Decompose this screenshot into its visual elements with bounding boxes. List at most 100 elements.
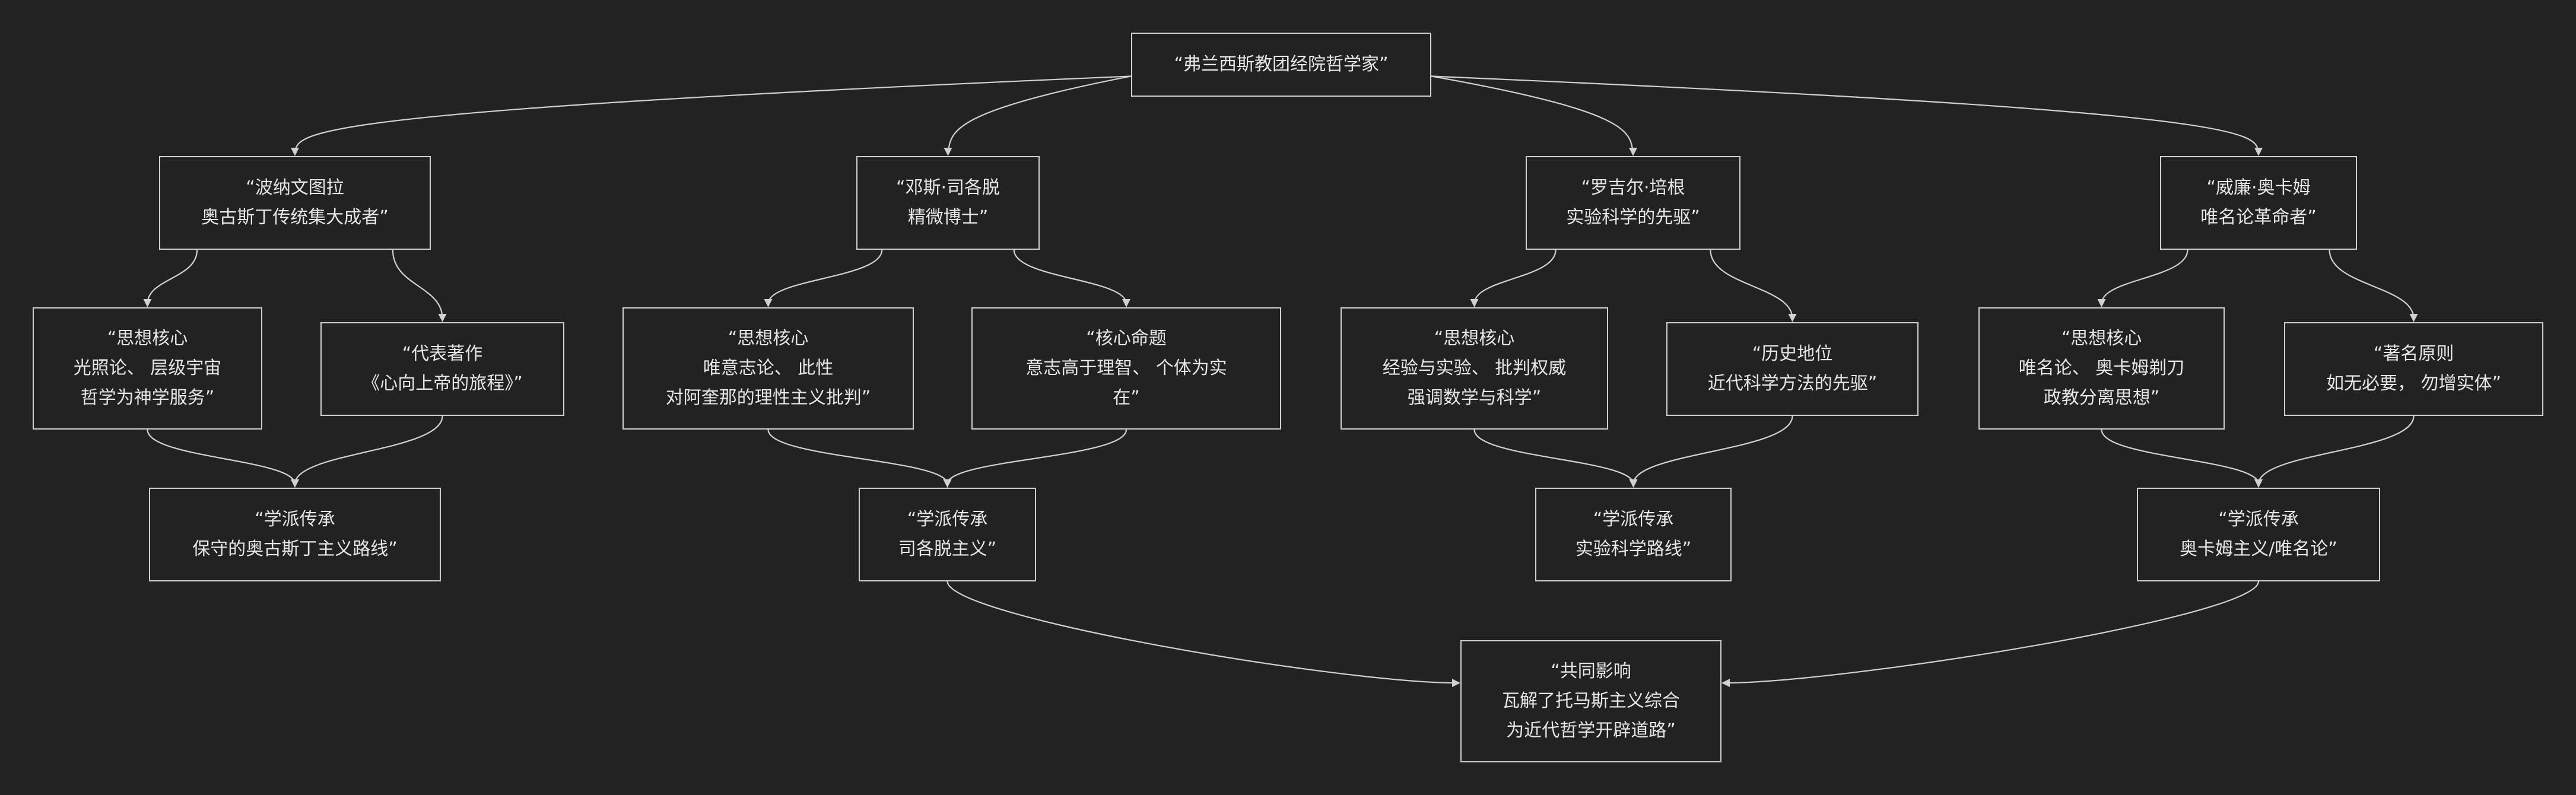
node-label-line: 奥古斯丁传统集大成者” — [201, 207, 389, 228]
node-label-line: “共同影响 — [1551, 661, 1631, 682]
node-label-line: 强调数学与科学” — [1407, 387, 1542, 408]
arrowhead-bonaventure_core — [143, 299, 152, 307]
node-bonaventure-core-ideas[interactable]: “思想核心光照论、 层级宇宙哲学为神学服务” — [33, 307, 262, 430]
edge-scotus_thesis-to-scotus_school — [946, 429, 1127, 485]
node-label-line: “思想核心 — [728, 328, 809, 349]
node-label: “思想核心光照论、 层级宇宙哲学为神学服务” — [74, 324, 222, 413]
node-label-line: “核心命题 — [1086, 328, 1167, 349]
node-ockham-core-ideas[interactable]: “思想核心唯名论、 奥卡姆剃刀政教分离思想” — [1978, 307, 2225, 430]
edge-ockham-to-ockham_principle — [2329, 249, 2415, 319]
node-label-line: 经验与实验、 批判权威 — [1382, 358, 1567, 379]
node-label-line: 实验科学的先驱” — [1566, 207, 1700, 228]
node-scotus-core-ideas[interactable]: “思想核心唯意志论、 此性对阿奎那的理性主义批判” — [622, 307, 914, 430]
arrowhead-ockham_school — [2254, 479, 2263, 488]
node-bacon-core-ideas[interactable]: “思想核心经验与实验、 批判权威强调数学与科学” — [1341, 307, 1608, 430]
edge-scotus_core-to-scotus_school — [767, 429, 948, 485]
node-label-line: 唯意志论、 此性 — [703, 358, 834, 379]
arrowhead-bonaventure_work — [438, 314, 447, 322]
node-label-line: “学派传承 — [907, 509, 988, 530]
arrowhead-scotus — [944, 148, 952, 156]
node-label-line: “学派传承 — [1593, 509, 1674, 530]
node-ockham-famous-principle[interactable]: “著名原则如无必要， 勿增实体” — [2284, 322, 2543, 416]
node-label: “学派传承保守的奥古斯丁主义路线” — [192, 505, 398, 564]
node-label-line: “罗吉尔·培根 — [1581, 177, 1685, 198]
node-bonaventure[interactable]: “波纳文图拉奥古斯丁传统集大成者” — [159, 156, 431, 250]
node-label: “历史地位近代科学方法的先驱” — [1708, 339, 1878, 399]
node-label: “罗吉尔·培根实验科学的先驱” — [1566, 173, 1700, 233]
node-label: “学派传承司各脱主义” — [898, 505, 997, 564]
node-label-line: “代表著作 — [402, 344, 483, 364]
node-label: “学派传承奥卡姆主义/唯名论” — [2180, 505, 2337, 564]
node-bonaventure-school-lineage[interactable]: “学派传承保守的奥古斯丁主义路线” — [149, 488, 441, 581]
node-label-line: 哲学为神学服务” — [80, 387, 215, 408]
arrowhead-scotus_school — [943, 479, 952, 488]
edge-scotus_school-to-influence — [946, 581, 1457, 684]
node-ockham-school-lineage[interactable]: “学派传承奥卡姆主义/唯名论” — [2137, 488, 2380, 581]
edge-bacon_status-to-bacon_school — [1632, 415, 1793, 485]
arrowhead-scotus_core — [764, 299, 773, 307]
node-label: “学派传承实验科学路线” — [1576, 505, 1692, 564]
node-roger-bacon[interactable]: “罗吉尔·培根实验科学的先驱” — [1526, 156, 1740, 250]
node-label: “著名原则如无必要， 勿增实体” — [2326, 339, 2501, 399]
node-label: “共同影响瓦解了托马斯主义综合为近代哲学开辟道路” — [1502, 657, 1680, 746]
node-label-line: 唯名论革命者” — [2200, 207, 2317, 228]
arrowhead-bacon — [1629, 148, 1637, 156]
node-label-line: 实验科学路线” — [1575, 539, 1692, 559]
arrowhead-influence — [1452, 679, 1460, 688]
node-label: “波纳文图拉奥古斯丁传统集大成者” — [201, 173, 389, 233]
node-label-line: “思想核心 — [2061, 328, 2142, 349]
node-label-line: 精微博士” — [907, 207, 989, 228]
node-label: “思想核心唯名论、 奥卡姆剃刀政教分离思想” — [2019, 324, 2185, 413]
arrowhead-ockham — [2254, 148, 2263, 156]
node-william-of-ockham[interactable]: “威廉·奥卡姆唯名论革命者” — [2160, 156, 2357, 250]
node-label-line: 政教分离思想” — [2043, 387, 2160, 408]
node-scotus-school-lineage[interactable]: “学派传承司各脱主义” — [859, 488, 1036, 581]
edge-bonaventure-to-bonaventure_core — [147, 249, 198, 304]
edge-bonaventure_core-to-bonaventure_school — [147, 429, 296, 485]
node-bonaventure-major-work[interactable]: “代表著作《心向上帝的旅程》” — [320, 322, 564, 416]
arrowhead-influence — [1721, 679, 1730, 688]
node-label-line: 近代科学方法的先驱” — [1707, 373, 1878, 394]
edge-ockham_principle-to-ockham_school — [2257, 415, 2415, 485]
node-label-line: “思想核心 — [1434, 328, 1515, 349]
node-label-line: 为近代哲学开辟道路” — [1506, 720, 1676, 741]
node-label: “思想核心唯意志论、 此性对阿奎那的理性主义批判” — [666, 324, 871, 413]
edge-ockham-to-ockham_core — [2101, 249, 2189, 304]
node-bacon-school-lineage[interactable]: “学派传承实验科学路线” — [1535, 488, 1732, 581]
node-common-influence[interactable]: “共同影响瓦解了托马斯主义综合为近代哲学开辟道路” — [1460, 640, 1721, 762]
arrowhead-bacon_school — [1629, 479, 1638, 488]
node-label-line: 瓦解了托马斯主义综合 — [1502, 691, 1680, 711]
node-label-line: “威廉·奥卡姆 — [2206, 177, 2311, 198]
arrowhead-ockham_principle — [2409, 314, 2418, 322]
node-label: “思想核心经验与实验、 批判权威强调数学与科学” — [1383, 324, 1567, 413]
node-label: “威廉·奥卡姆唯名论革命者” — [2200, 173, 2317, 233]
node-label: “代表著作《心向上帝的旅程》” — [362, 339, 523, 399]
node-franciscan-scholastics[interactable]: “弗兰西斯教团经院哲学家” — [1131, 33, 1431, 97]
node-bacon-historical-status[interactable]: “历史地位近代科学方法的先驱” — [1666, 322, 1918, 416]
arrowhead-scotus_thesis — [1122, 299, 1130, 307]
edge-bonaventure-to-bonaventure_work — [392, 249, 443, 319]
node-label-line: 如无必要， 勿增实体” — [2326, 373, 2502, 394]
node-label-line: 司各脱主义” — [898, 539, 997, 559]
node-label-line: “历史地位 — [1752, 344, 1833, 364]
node-label: “弗兰西斯教团经院哲学家” — [1174, 50, 1388, 80]
arrowhead-bacon_core — [1470, 299, 1479, 307]
node-label-line: 在” — [1113, 387, 1140, 408]
edge-bacon-to-bacon_status — [1710, 249, 1793, 319]
node-label-line: “波纳文图拉 — [246, 177, 344, 198]
node-label-line: 奥卡姆主义/唯名论” — [2180, 539, 2337, 559]
node-label-line: “弗兰西斯教团经院哲学家” — [1174, 54, 1389, 75]
node-scotus-core-thesis[interactable]: “核心命题意志高于理智、 个体为实在” — [971, 307, 1281, 430]
arrowhead-ockham_core — [2097, 299, 2106, 307]
edge-scotus-to-scotus_core — [767, 249, 883, 304]
node-label-line: 《心向上帝的旅程》” — [362, 373, 523, 394]
edge-root-to-ockham — [1431, 75, 2260, 153]
node-label: “核心命题意志高于理智、 个体为实在” — [1025, 324, 1227, 413]
edge-ockham_school-to-influence — [1724, 581, 2260, 684]
node-duns-scotus[interactable]: “邓斯·司各脱精微博士” — [856, 156, 1040, 250]
node-label-line: “著名原则 — [2373, 344, 2454, 364]
node-label-line: 光照论、 层级宇宙 — [73, 358, 222, 379]
arrowhead-bonaventure — [291, 148, 299, 156]
